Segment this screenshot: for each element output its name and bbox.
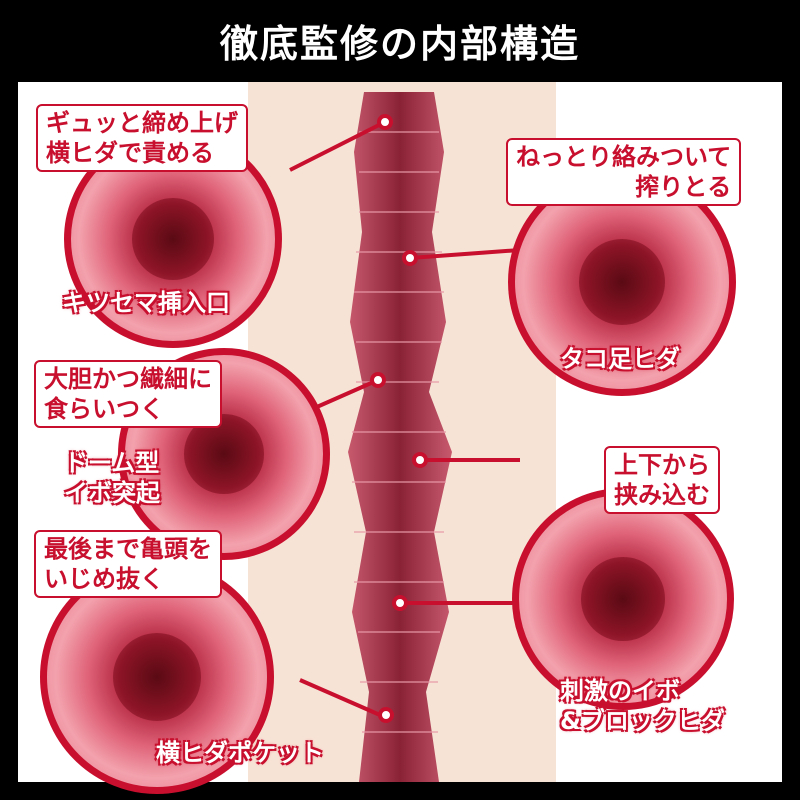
label-line: 挟み込む xyxy=(614,481,710,509)
marker-dot xyxy=(370,372,386,388)
label-line: 食らいつく xyxy=(44,395,164,423)
caption-line: イボ突起 xyxy=(64,479,160,507)
marker-dot xyxy=(377,114,393,130)
label-line: ギュッと締め上げ xyxy=(46,109,238,137)
label-line: 大胆かつ繊細に xyxy=(44,365,212,393)
canal-illustration xyxy=(348,92,452,782)
detail-circle-pocket xyxy=(40,560,274,794)
circle-core xyxy=(132,198,214,280)
marker-dot xyxy=(378,707,394,723)
caption-line: &ブロックヒダ xyxy=(560,707,725,735)
feature-label-dome: 大胆かつ繊細に 食らいつく xyxy=(34,360,222,428)
caption-line: ドーム型 xyxy=(64,449,160,477)
label-line: いじめ抜く xyxy=(44,565,164,593)
circle-core xyxy=(113,633,201,721)
label-line: 搾りとる xyxy=(635,173,732,201)
label-line: 最後まで亀頭を xyxy=(44,535,212,563)
feature-caption-tentacle: タコ足ヒダ xyxy=(560,345,680,373)
detail-circle-pinch xyxy=(512,488,734,710)
feature-caption-entrance: キツセマ挿入口 xyxy=(62,289,230,317)
marker-dot xyxy=(392,595,408,611)
caption-line: 刺激のイボ xyxy=(560,677,680,705)
feature-label-entrance: ギュッと締め上げ 横ヒダで責める xyxy=(36,104,248,172)
marker-dot xyxy=(412,452,428,468)
label-line: ねっとり絡みついて xyxy=(516,143,732,171)
feature-label-pocket: 最後まで亀頭を いじめ抜く xyxy=(34,530,222,598)
circle-core xyxy=(579,239,665,325)
feature-caption-pinch: 刺激のイボ &ブロックヒダ xyxy=(560,676,725,736)
label-line: 上下から xyxy=(614,451,710,479)
feature-caption-pocket: 横ヒダポケット xyxy=(156,739,324,767)
feature-label-pinch: 上下から 挟み込む xyxy=(604,446,720,514)
feature-label-tentacle: ねっとり絡みついて 搾りとる xyxy=(506,138,742,206)
marker-dot xyxy=(402,250,418,266)
page-title: 徹底監修の内部構造 xyxy=(219,21,580,66)
feature-caption-dome: ドーム型 イボ突起 xyxy=(64,448,160,508)
label-line: 横ヒダで責める xyxy=(46,139,214,167)
circle-core xyxy=(581,557,665,641)
